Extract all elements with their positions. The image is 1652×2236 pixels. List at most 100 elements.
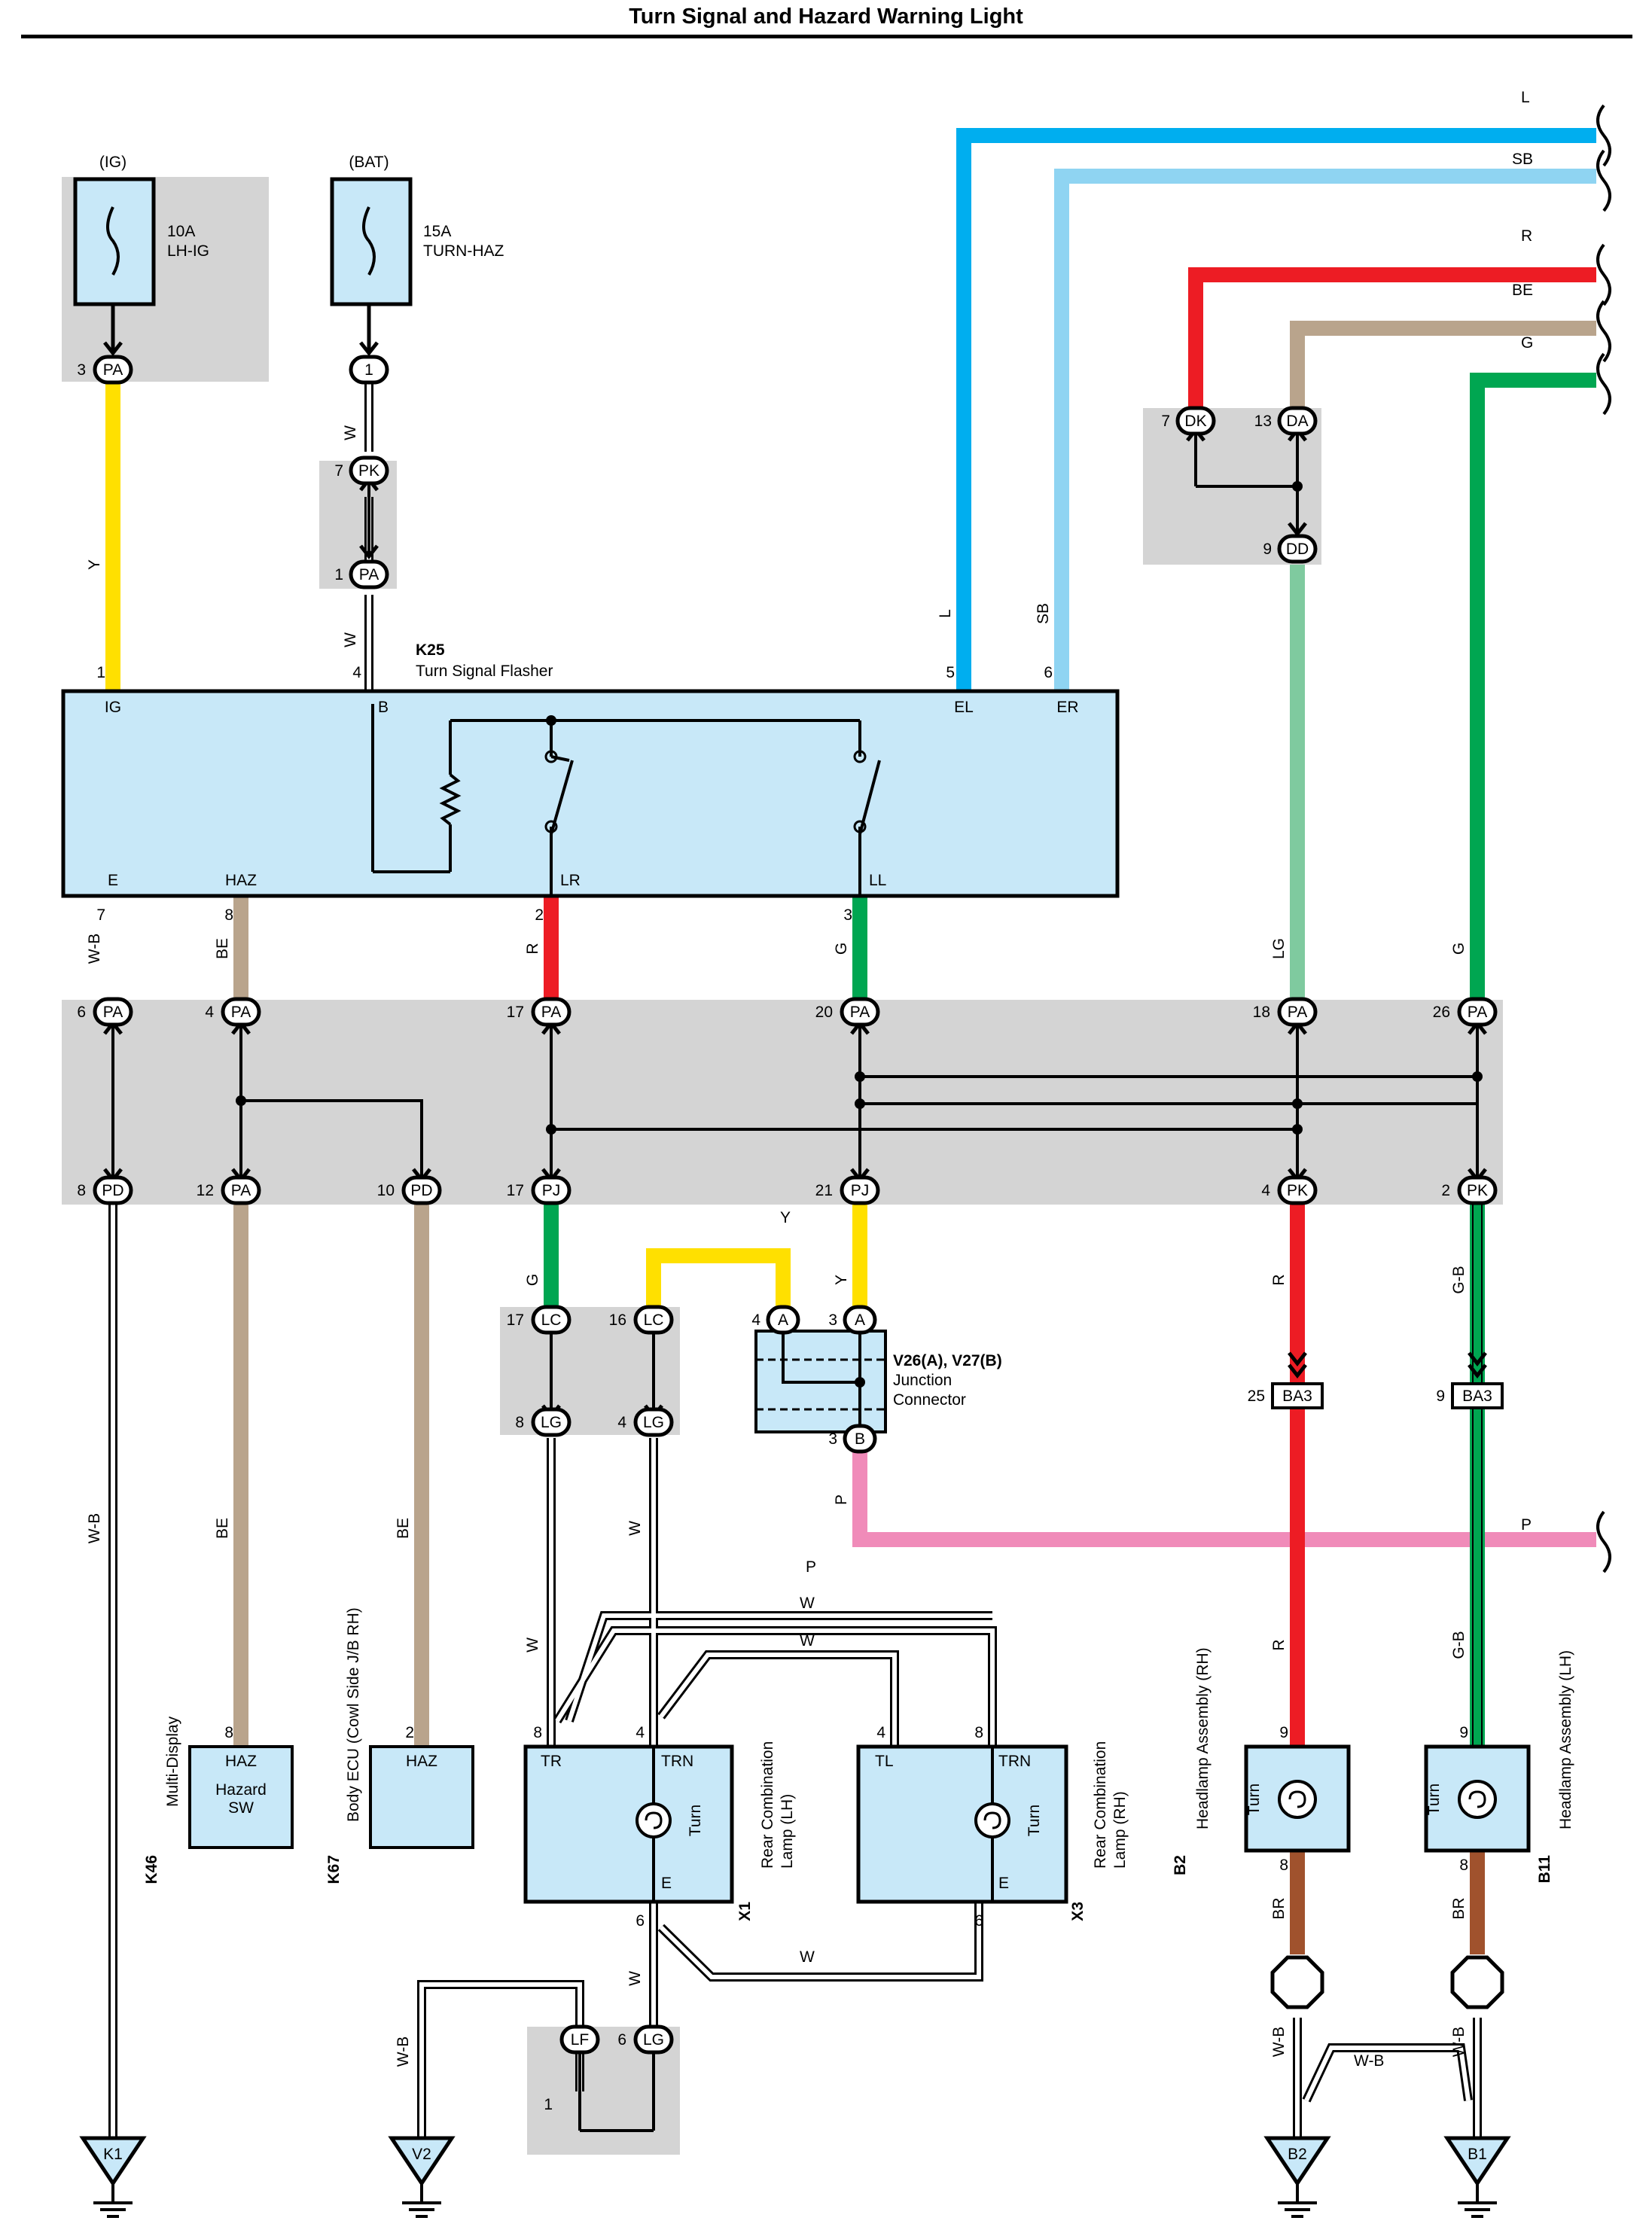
- svg-text:DD: DD: [1286, 541, 1309, 558]
- fuse-ig: [73, 177, 156, 354]
- svg-text:6: 6: [636, 1912, 645, 1930]
- svg-text:1: 1: [96, 664, 105, 681]
- svg-text:BE: BE: [1512, 282, 1533, 299]
- rotated-labels: Y W W L SB LG G W-B BE R G G Y R G-B P W…: [86, 425, 1574, 2067]
- wire-g-top: [1470, 373, 1596, 1012]
- conn-j-pa17: PA: [531, 997, 571, 1027]
- conn-lg8: LG: [531, 1407, 571, 1437]
- svg-text:3: 3: [843, 906, 852, 924]
- conn-b3: B: [843, 1424, 877, 1454]
- svg-text:X1: X1: [736, 1902, 754, 1921]
- svg-text:TURN-HAZ: TURN-HAZ: [423, 242, 504, 260]
- wire-r-top: [1188, 267, 1596, 419]
- svg-text:LC: LC: [541, 1311, 562, 1329]
- svg-text:W: W: [342, 425, 359, 440]
- svg-text:BE: BE: [395, 1518, 412, 1539]
- v26-v27-junction-connector: [754, 1330, 887, 1438]
- svg-text:8: 8: [1459, 1857, 1468, 1874]
- svg-text:8: 8: [515, 1414, 524, 1431]
- svg-text:Turn: Turn: [687, 1805, 704, 1836]
- svg-text:P: P: [1521, 1516, 1532, 1534]
- conn-lc16: LC: [633, 1305, 674, 1335]
- conn-j-pd10: PD: [401, 1175, 442, 1205]
- svg-text:Y: Y: [780, 1209, 791, 1226]
- svg-text:W: W: [626, 1521, 644, 1536]
- svg-text:8: 8: [974, 1724, 983, 1741]
- conn-da: DA: [1277, 406, 1318, 436]
- bottom-components: [188, 1744, 1531, 2009]
- svg-text:SB: SB: [1512, 151, 1533, 168]
- svg-text:PJ: PJ: [542, 1182, 561, 1199]
- svg-text:Headlamp Assembly (LH): Headlamp Assembly (LH): [1557, 1650, 1574, 1829]
- svg-text:9: 9: [1263, 541, 1272, 558]
- svg-text:W-B: W-B: [1354, 2052, 1384, 2070]
- conn-j-pk4: PK: [1277, 1175, 1318, 1205]
- svg-text:LH-IG: LH-IG: [167, 242, 209, 260]
- ground-v2: V2: [388, 2136, 456, 2218]
- svg-text:HAZ: HAZ: [225, 872, 257, 889]
- svg-text:R: R: [1270, 1639, 1288, 1650]
- svg-text:BA3: BA3: [1462, 1388, 1492, 1405]
- svg-text:Turn Signal Flasher: Turn Signal Flasher: [416, 663, 553, 680]
- svg-text:Connector: Connector: [893, 1391, 966, 1409]
- svg-text:BA3: BA3: [1282, 1388, 1312, 1405]
- svg-text:Lamp (LH): Lamp (LH): [779, 1794, 796, 1869]
- svg-text:W-B: W-B: [86, 1513, 103, 1543]
- svg-text:17: 17: [507, 1004, 524, 1021]
- svg-text:8: 8: [533, 1724, 542, 1741]
- svg-text:12: 12: [197, 1182, 214, 1199]
- svg-text:5: 5: [946, 664, 955, 681]
- svg-text:4: 4: [205, 1004, 214, 1021]
- svg-text:LC: LC: [644, 1311, 664, 1329]
- svg-text:BR: BR: [1270, 1897, 1288, 1919]
- svg-text:PA: PA: [359, 566, 379, 583]
- svg-text:TL: TL: [875, 1753, 894, 1770]
- svg-text:6: 6: [1044, 664, 1053, 681]
- svg-text:W: W: [800, 1632, 815, 1650]
- svg-text:Junction: Junction: [893, 1372, 952, 1389]
- svg-text:8: 8: [224, 1724, 233, 1741]
- svg-text:G: G: [833, 943, 850, 955]
- wire-breaks: [1596, 104, 1611, 1573]
- svg-text:PK: PK: [358, 462, 379, 480]
- svg-text:6: 6: [974, 1912, 983, 1930]
- conn-ba3-25: BA3: [1271, 1382, 1324, 1409]
- white-wires: [108, 384, 1482, 2138]
- svg-text:1: 1: [544, 2096, 553, 2113]
- conn-dk: DK: [1175, 406, 1216, 436]
- svg-text:B2: B2: [1288, 2146, 1307, 2163]
- svg-text:3: 3: [828, 1430, 837, 1448]
- conn-ig-pa: PA: [93, 355, 133, 385]
- svg-text:LL: LL: [869, 872, 886, 889]
- svg-text:9: 9: [1459, 1724, 1468, 1741]
- svg-text:W: W: [524, 1637, 541, 1653]
- svg-text:LG: LG: [1270, 938, 1288, 959]
- wire-be-top: [1290, 321, 1596, 419]
- svg-text:PA: PA: [231, 1004, 251, 1021]
- svg-text:LG: LG: [541, 1414, 562, 1431]
- svg-text:W: W: [626, 1971, 644, 1986]
- conn-a3: A: [843, 1305, 877, 1335]
- svg-text:G: G: [524, 1274, 541, 1286]
- svg-text:W: W: [800, 1595, 815, 1612]
- svg-text:PK: PK: [1467, 1182, 1488, 1199]
- wire-sb: [1054, 169, 1596, 691]
- conn-dd: DD: [1277, 534, 1318, 564]
- wire-y-lc: [646, 1248, 791, 1310]
- svg-text:E: E: [108, 872, 118, 889]
- svg-text:ER: ER: [1056, 699, 1078, 716]
- ground-k1: K1: [79, 2136, 147, 2218]
- conn-bat-1: 1: [349, 355, 389, 385]
- svg-text:DK: DK: [1184, 413, 1206, 430]
- svg-text:PD: PD: [410, 1182, 432, 1199]
- junction-dots: [236, 481, 1483, 1135]
- svg-text:4: 4: [876, 1724, 885, 1741]
- svg-text:R: R: [1521, 227, 1532, 245]
- svg-text:9: 9: [1436, 1388, 1445, 1405]
- svg-text:K1: K1: [103, 2146, 123, 2163]
- svg-text:A: A: [855, 1311, 865, 1329]
- svg-text:X3: X3: [1069, 1902, 1087, 1921]
- conn-j-pa4: PA: [221, 997, 261, 1027]
- svg-text:BE: BE: [214, 1518, 231, 1539]
